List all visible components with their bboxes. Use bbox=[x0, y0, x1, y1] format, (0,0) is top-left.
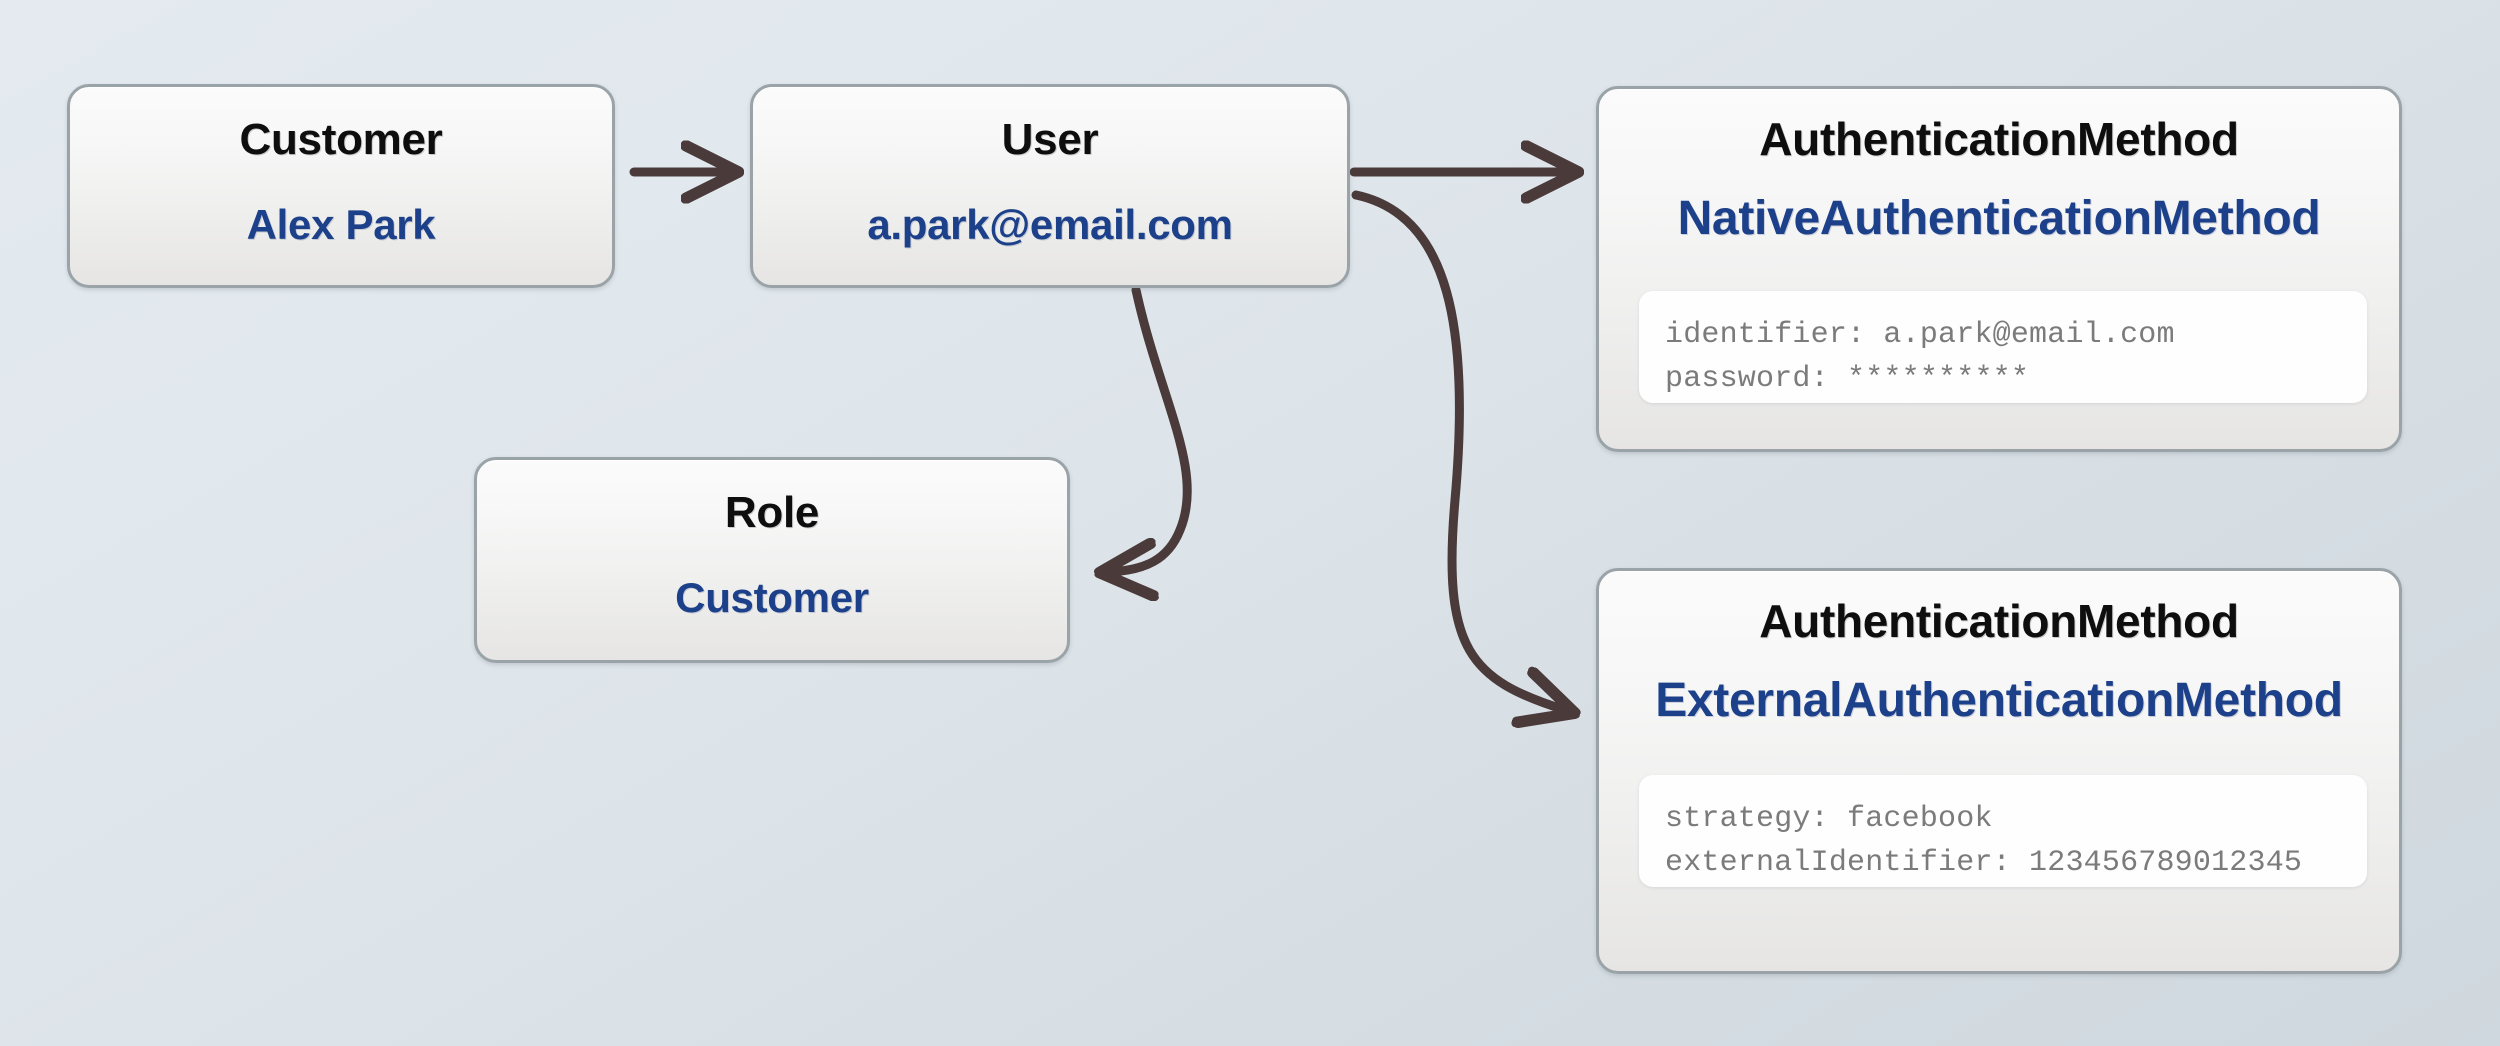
node-user[interactable]: User a.park@email.com bbox=[750, 84, 1350, 288]
node-native-auth-title: AuthenticationMethod bbox=[1759, 113, 2239, 165]
node-native-authentication-method[interactable]: AuthenticationMethod NativeAuthenticatio… bbox=[1596, 86, 2402, 452]
external-auth-attribute-strategy: strategy: facebook bbox=[1665, 802, 1993, 836]
node-external-auth-value: ExternalAuthenticationMethod bbox=[1655, 674, 2343, 727]
node-customer-value: Alex Park bbox=[246, 201, 436, 248]
node-user-title: User bbox=[1001, 115, 1099, 164]
node-role[interactable]: Role Customer bbox=[474, 457, 1070, 663]
edge-user-to-role bbox=[1110, 285, 1192, 572]
node-customer-title: Customer bbox=[239, 115, 443, 164]
native-auth-attribute-password: password: ********** bbox=[1665, 362, 2030, 396]
node-role-value: Customer bbox=[675, 574, 869, 621]
external-auth-attribute-external-identifier: externalIdentifier: 123456789012345 bbox=[1665, 846, 2303, 880]
node-user-value: a.park@email.com bbox=[867, 201, 1233, 248]
node-external-authentication-method[interactable]: AuthenticationMethod ExternalAuthenticat… bbox=[1596, 568, 2402, 974]
native-auth-attribute-identifier: identifier: a.park@email.com bbox=[1665, 318, 2175, 352]
native-auth-attributes-panel: identifier: a.park@email.com password: *… bbox=[1639, 291, 2367, 403]
node-external-auth-title: AuthenticationMethod bbox=[1759, 595, 2239, 647]
external-auth-attributes-panel: strategy: facebook externalIdentifier: 1… bbox=[1639, 775, 2367, 887]
node-customer[interactable]: Customer Alex Park bbox=[67, 84, 615, 288]
node-role-title: Role bbox=[724, 488, 820, 537]
node-native-auth-value: NativeAuthenticationMethod bbox=[1677, 192, 2321, 245]
edge-user-to-external-auth bbox=[1351, 190, 1565, 710]
